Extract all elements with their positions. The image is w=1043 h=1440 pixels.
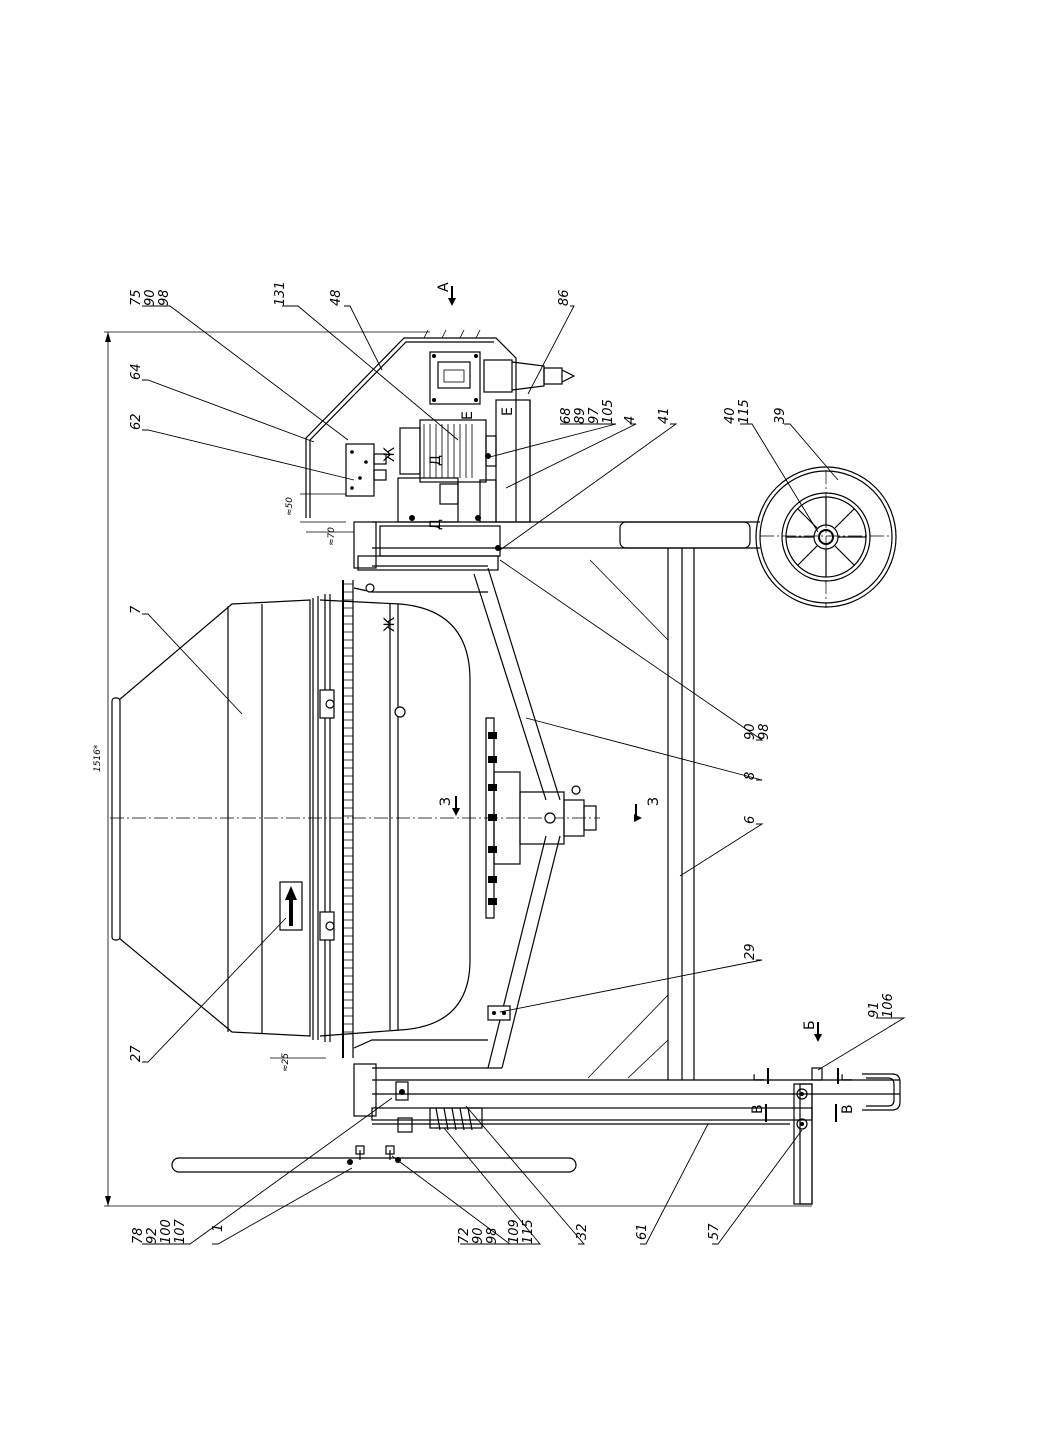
callout-29: 29 (743, 943, 758, 960)
svg-text:1: 1 (211, 1224, 226, 1232)
svg-text:8: 8 (743, 772, 758, 780)
svg-text:27: 27 (129, 1045, 144, 1062)
svg-text:89: 89 (573, 407, 588, 424)
section-marks: А Б В В Г Г Д Д Е Е Ж Ж З З (382, 282, 856, 1122)
leader-lines (142, 305, 906, 1245)
svg-text:115: 115 (521, 1219, 536, 1244)
section-mark-Z-2: З (646, 797, 662, 806)
svg-text:98: 98 (485, 1227, 500, 1244)
motor-housing (305, 329, 576, 593)
svg-text:90: 90 (743, 723, 758, 740)
callout-48: 48 (329, 289, 344, 306)
callout-109-115: 109 115 (507, 1219, 536, 1244)
svg-text:115: 115 (737, 399, 752, 424)
callout-131: 131 (273, 281, 288, 306)
section-mark-Zh-1: Ж (382, 447, 398, 462)
svg-text:72: 72 (457, 1227, 472, 1244)
svg-text:86: 86 (557, 289, 572, 306)
callout-41: 41 (657, 407, 672, 424)
drum-hub (485, 717, 597, 919)
wheel (755, 466, 897, 608)
callout-4: 4 (623, 416, 638, 424)
svg-text:97: 97 (587, 407, 602, 424)
overall-dimension: 1516* (93, 331, 812, 1207)
callout-64: 64 (129, 363, 144, 380)
mixing-drum (111, 580, 471, 1058)
svg-text:6: 6 (743, 816, 758, 824)
callout-90-98: 90 98 (743, 723, 772, 740)
yoke-frame (353, 565, 561, 1069)
svg-text:107: 107 (173, 1218, 188, 1244)
callout-61: 61 (635, 1223, 650, 1240)
svg-text:64: 64 (129, 363, 144, 380)
svg-text:40: 40 (723, 407, 738, 424)
svg-text:29: 29 (743, 943, 758, 960)
svg-text:62: 62 (129, 413, 144, 430)
section-mark-D-1: Д (428, 455, 444, 466)
dimension-25: ≈25 (281, 1053, 291, 1072)
svg-text:109: 109 (507, 1219, 522, 1244)
section-mark-E-2: Е (500, 407, 516, 416)
callout-6: 6 (743, 816, 758, 824)
callout-1: 1 (211, 1224, 226, 1232)
svg-text:91: 91 (867, 1001, 882, 1018)
svg-text:57: 57 (707, 1223, 722, 1240)
callout-27: 27 (129, 1045, 144, 1062)
section-mark-Zh-2: Ж (382, 617, 398, 632)
svg-text:90: 90 (471, 1227, 486, 1244)
dimension-overall-text: 1516* (93, 744, 103, 772)
section-mark-V-2: В (840, 1104, 856, 1114)
section-mark-G-2: Г (840, 1073, 856, 1082)
section-mark-A: А (436, 282, 452, 292)
svg-text:78: 78 (131, 1227, 146, 1244)
svg-text:106: 106 (881, 993, 896, 1018)
svg-text:90: 90 (143, 289, 158, 306)
callout-39: 39 (773, 407, 788, 424)
svg-text:75: 75 (129, 289, 144, 306)
small-dimensions: ≈50 ≈70 ≈25 (270, 493, 354, 1072)
svg-text:68: 68 (559, 407, 574, 424)
svg-text:131: 131 (273, 281, 288, 306)
svg-text:98: 98 (757, 723, 772, 740)
svg-text:61: 61 (635, 1223, 650, 1240)
callout-75-90-98: 75 90 98 (129, 289, 172, 306)
callout-57: 57 (707, 1223, 722, 1240)
dimension-70: ≈70 (327, 527, 337, 546)
callouts: 75 90 98 131 48 86 64 62 68 89 97 105 4 … (129, 281, 896, 1244)
section-mark-V-1: В (750, 1104, 766, 1114)
svg-text:41: 41 (657, 407, 672, 424)
callout-78-92-100-107: 78 92 100 107 (131, 1218, 188, 1244)
svg-text:100: 100 (159, 1219, 174, 1244)
section-mark-E-1: Е (460, 411, 476, 420)
svg-text:105: 105 (601, 399, 616, 424)
callout-62: 62 (129, 413, 144, 430)
svg-text:48: 48 (329, 289, 344, 306)
callout-40-115: 40 115 (723, 399, 752, 424)
section-mark-G-1: Г (752, 1073, 768, 1082)
svg-text:32: 32 (575, 1223, 590, 1240)
callout-7: 7 (129, 605, 144, 614)
callout-86: 86 (557, 289, 572, 306)
section-mark-B: Б (802, 1020, 818, 1030)
callout-68-89-97-105: 68 89 97 105 (559, 399, 616, 424)
section-mark-Z-1: З (438, 797, 454, 806)
svg-text:39: 39 (773, 407, 788, 424)
svg-text:98: 98 (157, 289, 172, 306)
callout-32: 32 (575, 1223, 590, 1240)
svg-text:4: 4 (623, 416, 638, 424)
dimension-50: ≈50 (285, 497, 295, 516)
callout-8: 8 (743, 772, 758, 780)
svg-text:7: 7 (129, 605, 144, 614)
callout-91-106: 91 106 (867, 993, 896, 1018)
section-mark-D-2: Д (428, 519, 444, 530)
callout-72-90-98: 72 90 98 (457, 1227, 500, 1244)
tow-bar (171, 1067, 901, 1205)
svg-text:92: 92 (145, 1227, 160, 1244)
